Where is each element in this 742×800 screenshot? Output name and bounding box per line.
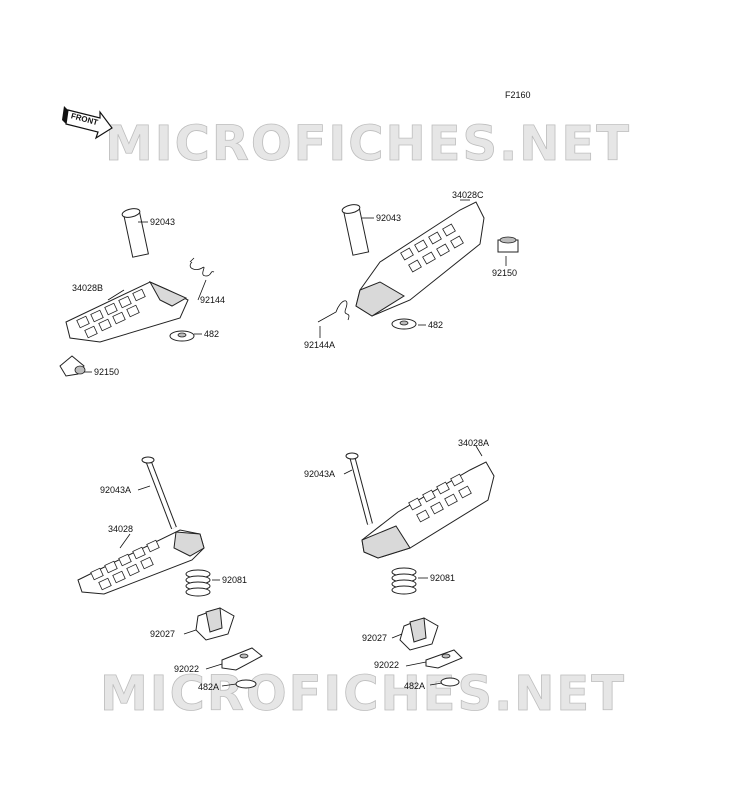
pin-92043a-d [345,452,373,525]
spring-92081-d [391,567,417,595]
label-92150-b: 92150 [492,268,517,278]
bolt-92150-b [497,236,519,253]
label-34028a: 34028A [458,438,489,448]
footpeg-34028b [65,280,189,343]
footpeg-34028c [355,201,485,317]
label-92027-c: 92027 [150,629,175,639]
diagram-code: F2160 [505,90,531,100]
footpeg-assembly-34028b: 92043 92144 34028B 482 92150 [59,208,225,377]
label-92022-d: 92022 [374,660,399,670]
label-482-a: 482 [204,329,219,339]
watermark-bottom: MICROFICHES.NET [100,666,626,722]
label-92027-d: 92027 [362,633,387,643]
washer-482a-d [440,677,460,687]
bracket-92027-c [195,607,235,641]
watermark-top: MICROFICHES.NET [105,116,631,172]
leader-c4 [183,629,197,635]
label-92043a-d: 92043A [304,469,335,479]
leader-d5 [405,661,427,667]
label-92043-b: 92043 [376,213,401,223]
footpeg-assembly-34028a: 34028A 92043A 92081 92027 92022 482A [304,438,495,691]
label-92081-d: 92081 [430,573,455,583]
spring-92144a [317,300,350,323]
spring-92081-c [185,569,211,597]
bracket-92027-d [399,617,439,651]
label-92022-c: 92022 [174,664,199,674]
plate-92022-d [425,649,463,669]
leader-c1 [137,485,151,491]
label-34028c: 34028C [452,190,484,200]
label-92043a-c: 92043A [100,485,131,495]
label-92144: 92144 [200,295,225,305]
label-482a-d: 482A [404,681,425,691]
leader-d6 [429,682,443,686]
spring-92144 [189,257,215,277]
label-482a-c: 482A [198,682,219,692]
pin-92043-b [341,204,370,256]
bolt-92150 [59,355,86,377]
leader-d2 [343,469,353,475]
washer-482a-c [235,679,257,689]
pin-92043a-c [141,456,177,530]
washer-482-b [391,318,417,330]
plate-92022-c [221,647,263,671]
leader-a3 [107,289,125,301]
footpeg-34028a [361,461,495,559]
label-92081-c: 92081 [222,575,247,585]
leader-c6 [221,683,237,687]
footpeg-assembly-34028: 92043A 34028 92081 92027 92022 482A [77,456,263,692]
leader-c2 [119,533,131,549]
front-arrow-icon: FRONT [62,106,113,140]
label-92043-a: 92043 [150,217,175,227]
leader-c5 [205,663,223,670]
leader-d4 [391,633,403,639]
leader-a2 [197,279,207,301]
washer-482 [169,330,195,342]
label-482-b: 482 [428,320,443,330]
pin-92043 [121,208,149,258]
label-34028b: 34028B [72,283,103,293]
footpeg-34028 [77,529,205,595]
footpeg-assembly-34028c: 34028C 92043 92150 482 92144A [304,190,519,350]
label-92144a: 92144A [304,340,335,350]
leader-d1 [475,445,483,457]
label-34028: 34028 [108,524,133,534]
label-92150-a: 92150 [94,367,119,377]
